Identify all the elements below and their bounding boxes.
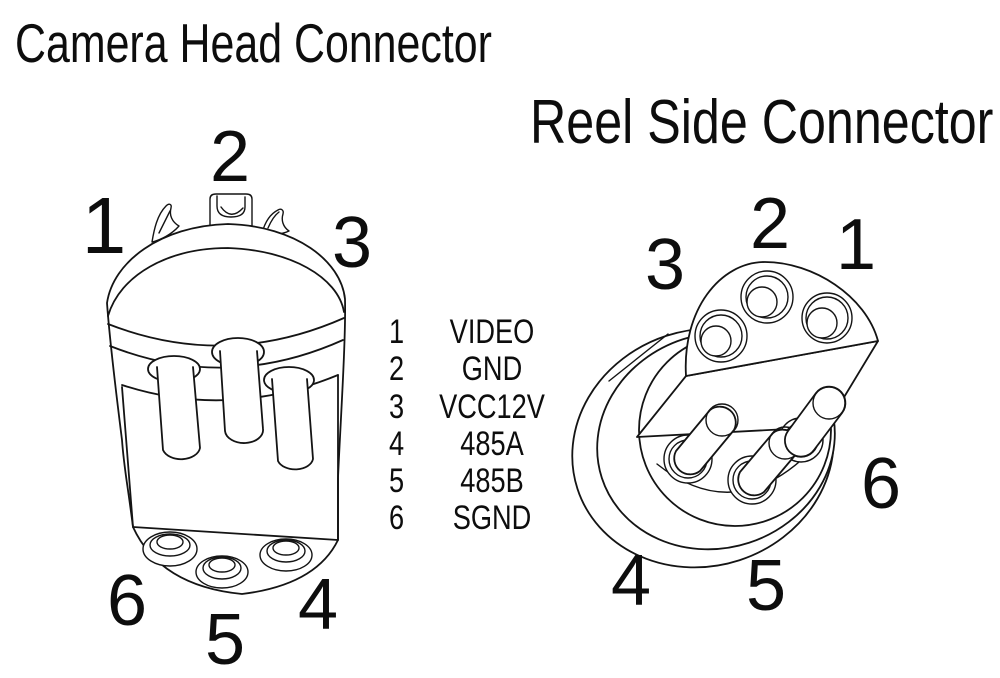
reel-side-pin-label-3: 3 (644, 225, 686, 305)
legend-row: 1 VIDEO (389, 313, 565, 351)
legend-pin-number: 6 (389, 499, 405, 538)
camera-head-connector-drawing (106, 193, 347, 595)
camera-head-pin-label-5: 5 (204, 600, 246, 678)
legend-pin-number: 5 (389, 462, 405, 501)
legend-row: 3 VCC12V (389, 387, 565, 426)
camera-head-pin-label-3: 3 (331, 203, 373, 283)
legend-pin-signal: 485B (460, 462, 524, 501)
legend-row: 2 GND (389, 350, 565, 389)
legend-pin-number: 2 (389, 350, 405, 389)
reel-side-pin-label-4: 4 (610, 541, 652, 621)
camera-head-pin3 (271, 378, 314, 471)
pin-legend: 1 VIDEO 2 GND 3 VCC12V 4 485A 5 485B 6 SGND (389, 313, 565, 538)
reel-side-title: Reel Side Connector (530, 88, 994, 157)
reel-side-pin-label-6: 6 (860, 444, 902, 524)
legend-pin-signal: VCC12V (439, 387, 545, 426)
legend-pin-number: 3 (389, 387, 405, 426)
camera-head-pin1 (156, 366, 201, 461)
legend-pin-signal: GND (461, 350, 523, 389)
legend-pin-signal: SGND (452, 499, 532, 538)
camera-head-title: Camera Head Connector (15, 12, 492, 74)
legend-row: 5 485B (389, 462, 565, 501)
reel-side-sockets (694, 270, 853, 363)
reel-side-pin-label-1: 1 (835, 205, 877, 285)
camera-head-pin-label-2: 2 (209, 117, 251, 197)
legend-pin-number: 4 (389, 424, 405, 463)
camera-head-cap-band (107, 247, 345, 317)
camera-head-pin2 (219, 350, 264, 444)
reel-side-pin-label-2: 2 (749, 184, 791, 264)
camera-head-pin-label-1: 1 (81, 181, 127, 270)
camera-head-pin-label-6: 6 (106, 561, 148, 641)
camera-head-bottom-sockets (142, 531, 313, 589)
legend-row: 4 485A (389, 424, 565, 463)
legend-pin-number: 1 (389, 313, 405, 351)
reel-side-connector-drawing (571, 261, 879, 569)
camera-head-keying-tabs (151, 193, 290, 243)
reel-side-pin-label-5: 5 (745, 546, 787, 626)
legend-pin-signal: 485A (460, 424, 524, 463)
legend-row: 6 SGND (389, 499, 565, 538)
reel-side-pins (673, 385, 847, 497)
legend-pin-signal: VIDEO (449, 313, 535, 351)
camera-head-pin-label-4: 4 (297, 565, 339, 645)
